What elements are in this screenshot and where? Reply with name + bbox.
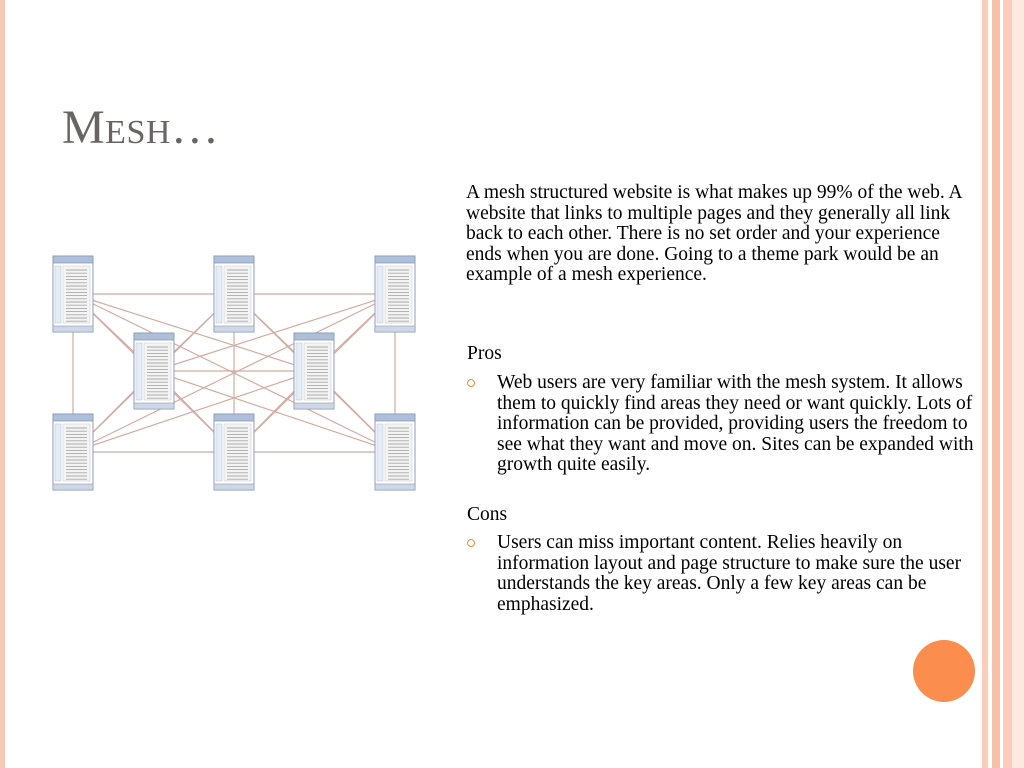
left-border-stripe (0, 0, 5, 768)
right-border-stripes (982, 0, 1024, 768)
bullet-icon (467, 379, 475, 387)
cons-heading: Cons (467, 504, 508, 525)
mesh-link (153, 370, 396, 453)
web-page-icon (374, 255, 416, 333)
web-page-icon (52, 255, 94, 333)
mesh-link (72, 293, 396, 453)
pros-heading: Pros (467, 343, 502, 364)
web-page-icon (52, 413, 94, 491)
cons-bullet-text: Users can miss important content. Relies… (497, 532, 962, 615)
mesh-diagram (52, 255, 416, 491)
slide-title: Mesh… (62, 101, 220, 154)
web-page-icon (133, 332, 175, 410)
mesh-link (153, 293, 396, 372)
mesh-pages (52, 255, 416, 491)
mesh-link (72, 293, 315, 372)
pros-bullet: Web users are very familiar with the mes… (467, 372, 977, 476)
web-page-icon (213, 255, 255, 333)
cons-bullet: Users can miss important content. Relies… (467, 532, 977, 615)
bullet-icon (467, 539, 475, 547)
web-page-icon (213, 413, 255, 491)
pros-bullet-text: Web users are very familiar with the mes… (497, 372, 974, 476)
web-page-icon (293, 332, 335, 410)
web-page-icon (374, 413, 416, 491)
intro-paragraph: A mesh structured website is what makes … (466, 182, 962, 286)
accent-circle (913, 640, 975, 702)
mesh-link (72, 370, 315, 453)
